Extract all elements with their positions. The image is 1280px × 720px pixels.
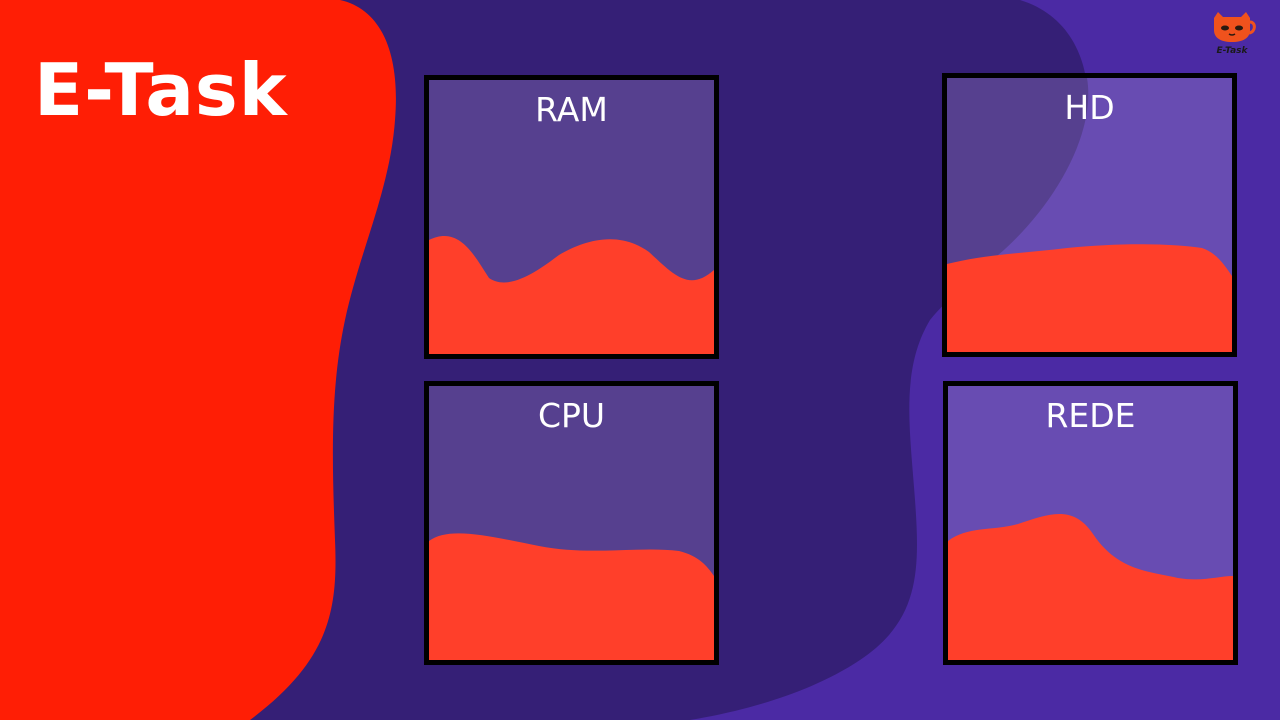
hd-usage-chart <box>947 78 1232 352</box>
ram-usage-area <box>429 235 714 354</box>
app-logo: E-Task <box>1208 8 1256 56</box>
rede-usage-chart <box>948 514 1233 660</box>
rede-panel-title: REDE <box>1045 396 1136 435</box>
background-red-blob <box>0 0 396 720</box>
cpu-usage-chart <box>429 533 714 660</box>
cpu-panel-title: CPU <box>537 396 606 435</box>
cat-cup-logo-icon: E-Task <box>1214 12 1256 56</box>
hd-panel[interactable]: HD <box>942 73 1237 357</box>
rede-usage-area <box>948 514 1233 660</box>
ram-usage-chart <box>429 235 714 354</box>
app-title: E-Task <box>34 48 288 132</box>
cpu-panel[interactable]: CPU <box>424 381 719 665</box>
hd-usage-area <box>947 244 1232 352</box>
rede-panel[interactable]: REDE <box>943 381 1238 665</box>
ram-panel-title: RAM <box>535 90 608 129</box>
cpu-usage-area <box>429 533 714 660</box>
hd-darker-overlay <box>947 78 1089 264</box>
hd-panel-title: HD <box>1064 88 1115 127</box>
logo-text: E-Task <box>1216 46 1248 56</box>
ram-panel[interactable]: RAM <box>424 75 719 359</box>
